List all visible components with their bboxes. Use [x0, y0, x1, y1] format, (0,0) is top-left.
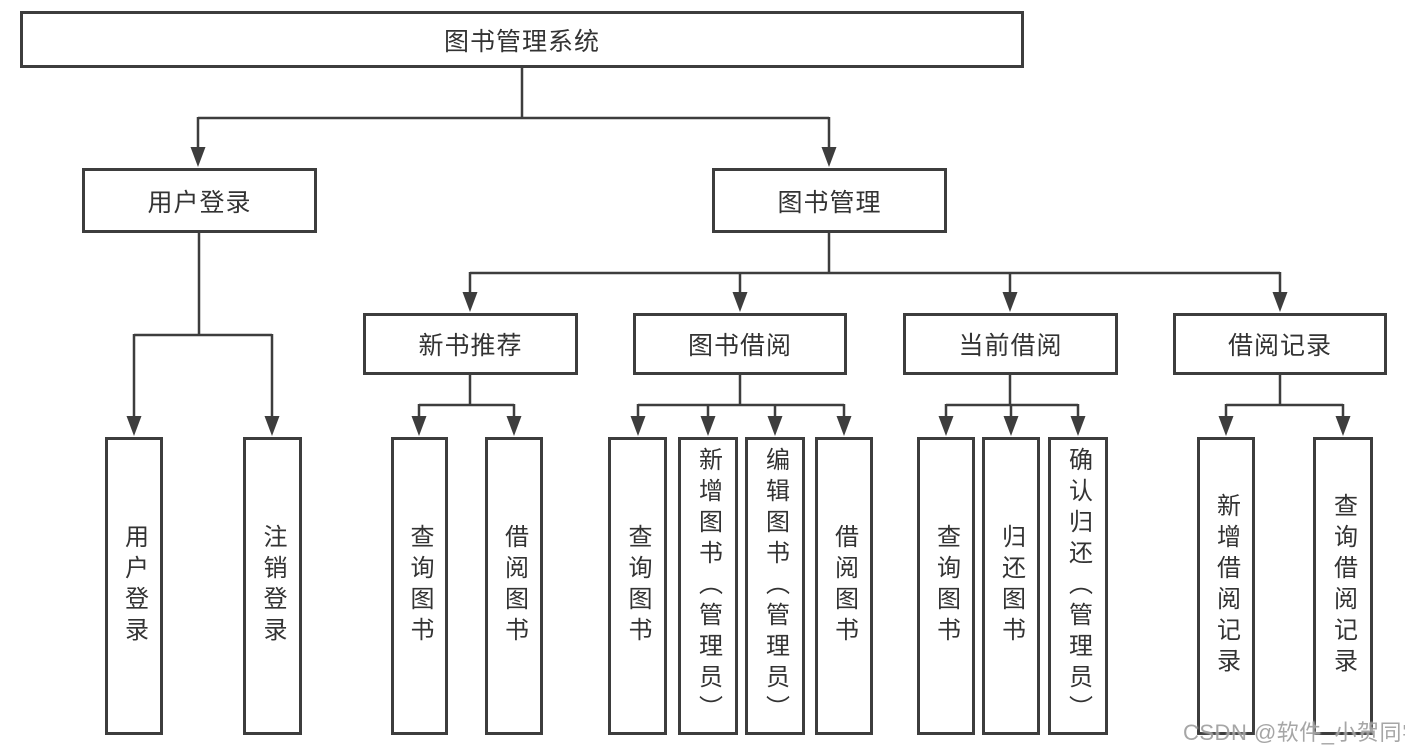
node-borrowing-records: 借阅记录: [1173, 313, 1387, 375]
node-user-login-leaf-label: 用户登录: [120, 524, 148, 648]
node-book-borrowing-label: 图书借阅: [687, 332, 792, 360]
node-root-label: 图书管理系统: [443, 27, 600, 56]
node-query-books-recommend-label: 查询图书: [406, 524, 433, 648]
node-borrow-book-leaf-label: 借阅图书: [830, 524, 858, 648]
node-return-book-label: 归还图书: [997, 524, 1025, 648]
node-user-login-leaf: 用户登录: [105, 437, 163, 735]
node-current-borrowing-label: 当前借阅: [958, 332, 1063, 360]
csdn-watermark: CSDN @软件_小贺同学: [1183, 720, 1405, 745]
node-query-books-recommend: 查询图书: [391, 437, 448, 735]
node-query-books-current-label: 查询图书: [932, 524, 960, 648]
node-query-borrow-record-label: 查询借阅记录: [1329, 493, 1357, 679]
node-edit-book-admin-label: 编辑图书（管理员）: [761, 446, 789, 726]
node-add-borrow-record: 新增借阅记录: [1197, 437, 1255, 735]
node-current-borrowing: 当前借阅: [903, 313, 1118, 375]
node-root: 图书管理系统: [20, 11, 1024, 68]
node-query-books-borrow: 查询图书: [608, 437, 667, 735]
node-add-book-admin: 新增图书（管理员）: [678, 437, 738, 735]
node-add-borrow-record-label: 新增借阅记录: [1212, 493, 1240, 679]
node-book-management: 图书管理: [712, 168, 947, 233]
node-confirm-return-admin-label: 确认归还（管理员）: [1064, 446, 1092, 726]
node-borrowing-records-label: 借阅记录: [1227, 332, 1332, 360]
node-borrow-books-recommend: 借阅图书: [485, 437, 543, 735]
node-new-book-recommendation: 新书推荐: [363, 313, 578, 375]
node-add-book-admin-label: 新增图书（管理员）: [694, 446, 722, 726]
node-return-book: 归还图书: [982, 437, 1040, 735]
node-query-borrow-record: 查询借阅记录: [1313, 437, 1373, 735]
node-user-login: 用户登录: [82, 168, 317, 233]
node-new-book-recommendation-label: 新书推荐: [418, 332, 523, 360]
node-query-books-borrow-label: 查询图书: [624, 524, 651, 648]
node-confirm-return-admin: 确认归还（管理员）: [1048, 437, 1108, 735]
arrowheads: [126, 147, 1351, 436]
node-logout-leaf: 注销登录: [243, 437, 302, 735]
node-user-login-label: 用户登录: [147, 188, 252, 217]
node-edit-book-admin: 编辑图书（管理员）: [745, 437, 805, 735]
node-logout-leaf-label: 注销登录: [259, 524, 286, 648]
node-query-books-current: 查询图书: [917, 437, 975, 735]
node-book-borrowing: 图书借阅: [633, 313, 847, 375]
node-borrow-book-leaf: 借阅图书: [815, 437, 873, 735]
node-borrow-books-recommend-label: 借阅图书: [500, 524, 528, 648]
node-book-management-label: 图书管理: [777, 188, 882, 217]
